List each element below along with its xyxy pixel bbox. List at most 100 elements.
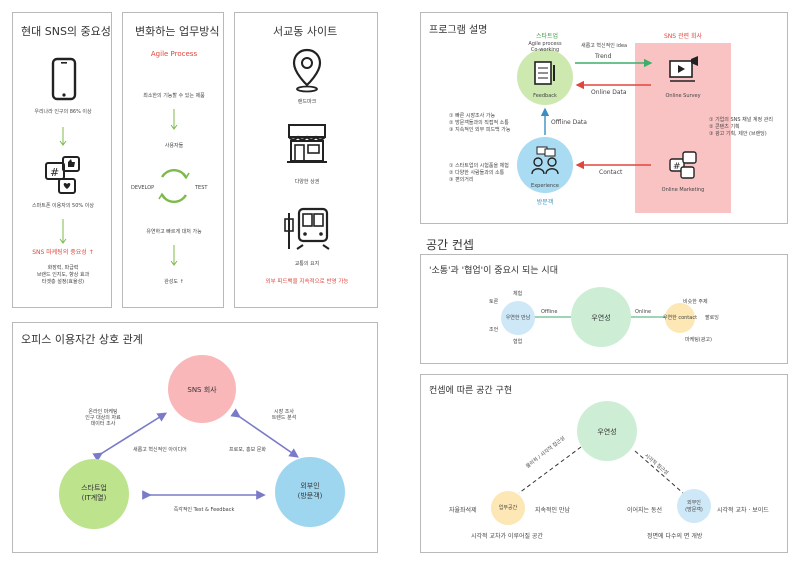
arrow-down-icon	[170, 245, 178, 266]
left-keyword: 협업	[513, 339, 523, 345]
users-text: 사용자들	[164, 143, 184, 149]
left-list-b: ③ 편의거리	[449, 177, 474, 183]
agile-subtitle: Agile Process	[150, 50, 198, 58]
visitor-bottom: 정면에 다수의 면 개방	[647, 533, 703, 540]
trend-label: Trend	[595, 53, 612, 60]
center-circle-label: 우연성	[591, 314, 611, 322]
startup-sub: Co-working	[530, 47, 560, 53]
detail-line: 브랜드 인지도, 향상 효과	[36, 272, 90, 278]
left-list-a: ② 방문객들과의 직접적 소통	[449, 120, 509, 126]
ideas-annotation: 새롭고 혁신적인 아이디어	[133, 447, 187, 453]
offline-data-label: Offline Data	[551, 119, 587, 126]
panel-title: 현대 SNS의 중요성	[21, 25, 111, 38]
right-annotation: 트렌드 분석	[271, 415, 297, 421]
right-circle-label: 우연한 contact	[662, 315, 698, 321]
arrow-down-icon	[59, 127, 67, 146]
detail-line: 타겟층 설정(효율성)	[41, 279, 85, 285]
seogyo-site-panel: 서교동 사이트 랜드마크 다양한 상권 교통의 요지 외부 피드백을 지속적으로…	[234, 12, 378, 308]
arrow-down-icon	[59, 219, 67, 244]
panel-title: '소통'과 '협업'이 중요시 되는 시대	[429, 266, 558, 276]
flex-text: 유연하고 빠르게 대처 가능	[146, 229, 202, 235]
relation-arrows	[92, 408, 299, 500]
center-circle	[571, 287, 631, 347]
sns-importance-panel: 현대 SNS의 중요성 우리나라 인구의 86% 이상 # 스마트폰 이용자의 …	[12, 12, 112, 308]
experience-label: Experience	[531, 183, 559, 189]
section-title: 공간 컨셉	[426, 238, 474, 252]
concept-panel: 컨셉에 따른 공간 구현 우연성 업무공간 외부인 (방문객) 물리적 / 시각…	[420, 374, 788, 553]
cycle-arrows-icon	[158, 169, 190, 203]
feedback-label: Feedback	[533, 93, 557, 99]
concept-lines	[518, 446, 684, 494]
online-marketing-label: Online Marketing	[661, 187, 705, 193]
feedback-text: 외부 피드백을 지속적으로 반영 가능	[265, 279, 349, 285]
startup-sub: Agile process	[528, 41, 562, 47]
right-circle	[665, 303, 695, 333]
left-list-a: ① 빠른 시장조사 가능	[449, 113, 496, 119]
smartphone-icon	[51, 57, 77, 101]
right-keyword: 비슷한 주제	[683, 299, 708, 305]
promo-annotation: 프로모, 홍보 문화	[229, 447, 266, 453]
sns-company-title: SNS 관련 회사	[663, 33, 702, 40]
svg-text:#: #	[673, 162, 681, 172]
right-annotation: 시장 조사	[274, 409, 294, 415]
checklist-icon	[534, 61, 555, 85]
develop-text: DEVELOP	[131, 185, 155, 191]
visitor-circle	[517, 137, 573, 193]
panel-title: 서교동 사이트	[273, 25, 338, 38]
stat-population: 우리나라 인구의 86% 이상	[34, 109, 92, 115]
train-icon	[284, 207, 330, 250]
landmark-text: 랜드마크	[297, 99, 317, 105]
bottom-annotation: 즉각적인 Test & Feedback	[173, 507, 235, 513]
online-data-label: Online Data	[591, 89, 627, 96]
outsider-node	[275, 457, 345, 527]
program-panel: 프로그램 설명 SNS 관련 회사 스타트업 Agile process Co-…	[420, 12, 788, 224]
idea-label: 새롭고 혁신적인 idea	[581, 43, 628, 49]
startup-label: (IT계열)	[81, 494, 107, 502]
startup-node	[59, 459, 129, 529]
shops-text: 다양한 상권	[294, 179, 320, 185]
panel-title: 프로그램 설명	[429, 25, 488, 36]
product-text: 최소한의 기능할 수 있는 제품	[143, 93, 205, 99]
startup-label: 스타트업	[81, 484, 107, 492]
right-keyword: 팔로잉	[705, 315, 719, 321]
storefront-icon	[287, 124, 327, 163]
online-label: Online	[635, 309, 652, 315]
panel-title: 변화하는 업무방식	[135, 25, 220, 38]
offline-label: Offline	[541, 309, 558, 315]
right-list: ③ 광고 기획, 제안 (브랜딩)	[709, 131, 767, 137]
program-arrows	[540, 58, 653, 170]
people-chat-icon	[531, 146, 559, 175]
left-annotation: 인구 대상의 자료	[85, 415, 121, 421]
visitor-label: (방문객)	[685, 507, 703, 513]
importance-text: SNS 마케팅의 중요성 ↑	[32, 249, 94, 256]
visitor-right: 시각적 교차 · 보이드	[717, 507, 769, 514]
outsider-label: (방문객)	[297, 492, 323, 500]
social-media-icon: #	[45, 156, 80, 194]
left-keyword: 토론	[489, 299, 499, 305]
sns-company-node	[168, 355, 236, 423]
left-keyword: 체험	[513, 291, 523, 297]
right-list: ② 콘텐츠 기획	[709, 124, 740, 130]
left-annotation: 온라인 마케팅	[88, 409, 118, 415]
transit-text: 교통의 요지	[294, 261, 320, 267]
online-marketing-icon: #	[669, 151, 697, 179]
panel-title: 컨셉에 따른 공간 구현	[429, 386, 513, 396]
left-list-b: ② 다양한 사람들과의 소통	[449, 170, 505, 176]
right-keyword: 마케팅(광고)	[685, 337, 712, 343]
workspace-label: 업무공간	[498, 505, 518, 511]
visitor-label: 외부인	[687, 500, 701, 506]
workspace-circle	[491, 491, 525, 525]
left-list-b: ① 스타트업의 시험품을 체험	[449, 163, 509, 169]
svg-text:#: #	[50, 166, 59, 179]
visitor-circle	[677, 489, 711, 523]
workspace-right: 지속적인 만남	[535, 507, 571, 514]
left-circle-label: 우연한 만남	[505, 315, 531, 321]
left-annotation: 데이터 조사	[90, 421, 116, 427]
work-method-panel: 변화하는 업무방식 Agile Process 최소한의 기능할 수 있는 제품…	[122, 12, 224, 308]
map-pin-icon	[292, 48, 322, 93]
arrow-down-icon	[170, 109, 178, 130]
panel-title: 오피스 이용자간 상호 관계	[21, 333, 143, 346]
startup-title: 스타트업	[535, 33, 559, 40]
left-list-a: ③ 지속적인 외부 피드백 가능	[449, 127, 511, 133]
completion-text: 완성도 ↑	[164, 279, 184, 285]
